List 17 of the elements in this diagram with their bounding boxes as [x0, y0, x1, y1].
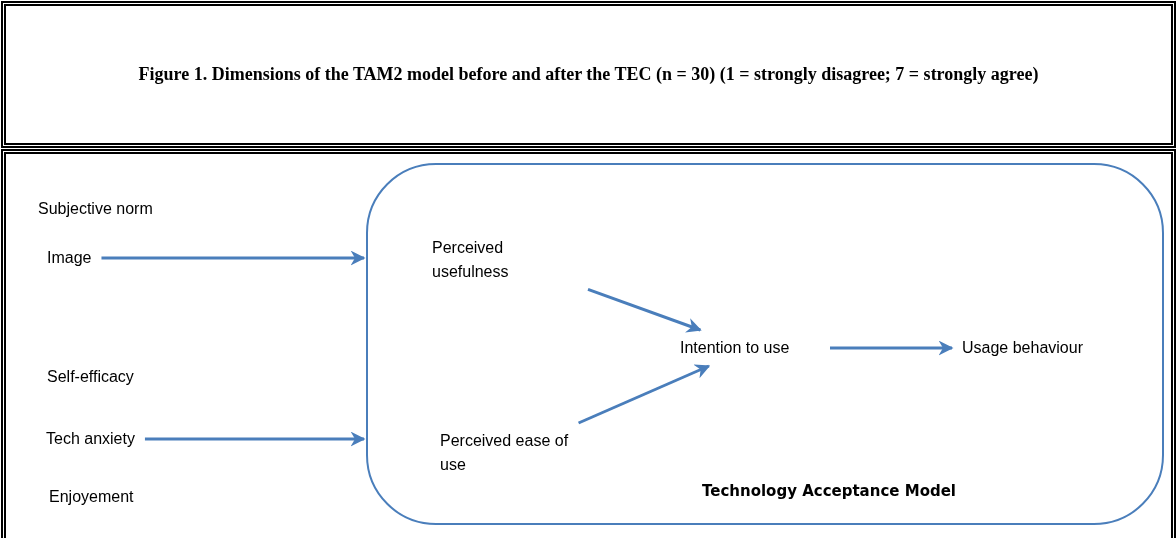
model-boundary	[366, 163, 1164, 525]
node-label: Enjoyement	[49, 487, 134, 507]
arrow	[577, 364, 711, 425]
node-label: Tech anxiety	[46, 429, 135, 449]
node-label: Perceived ease of use	[440, 431, 570, 475]
arrow	[144, 431, 366, 447]
figure-title: Figure 1. Dimensions of the TAM2 model before and after the TEC (n = 30) (1 = strongly disagree; 7 = strongly agree)	[138, 63, 1039, 86]
node-label: Technology Acceptance Model	[702, 482, 956, 500]
arrow	[101, 250, 366, 266]
arrow	[830, 340, 954, 356]
node-label: Intention to use	[680, 338, 791, 358]
node-label: Image	[47, 248, 92, 268]
node-label: Self-efficacy	[47, 367, 134, 387]
arrow	[587, 287, 702, 333]
node-label: Subjective norm	[38, 199, 153, 219]
node-label: Usage behaviour	[962, 338, 1084, 358]
node-label: Perceived usefulness	[432, 238, 510, 282]
